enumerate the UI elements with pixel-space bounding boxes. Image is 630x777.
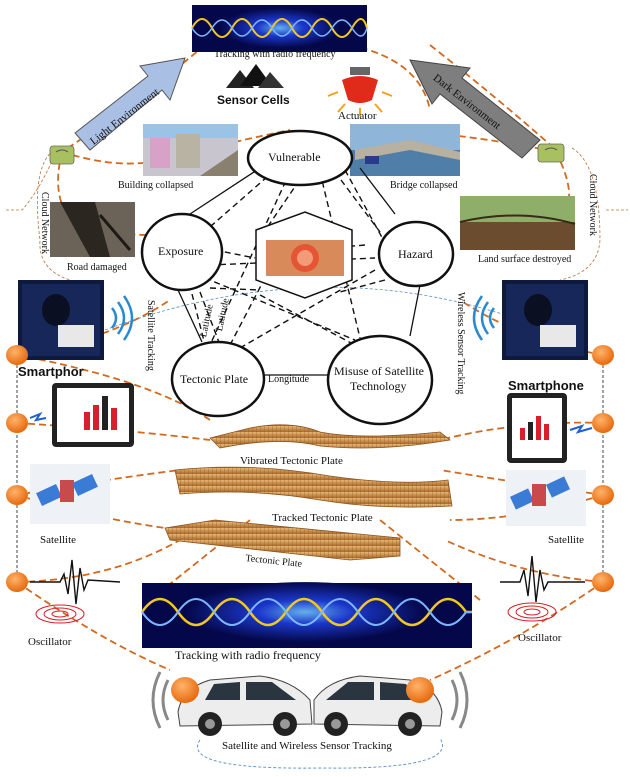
- tracked-tectonic-plate-label: Tracked Tectonic Plate: [272, 512, 373, 524]
- sensor-cells-icon: [226, 64, 284, 88]
- hazard-label: Hazard: [398, 247, 433, 261]
- solid-links: [177, 167, 421, 376]
- misuse-label-line2: Technology: [350, 379, 407, 393]
- node-tectonic-plate: [170, 340, 266, 418]
- node-exposure: [140, 212, 224, 292]
- orange-node: [592, 345, 614, 365]
- radio-wave-icon: [191, 5, 368, 52]
- building-collapsed-label: Building collapsed: [118, 180, 194, 191]
- longitude-label: Longitude: [268, 374, 310, 385]
- smartphone-left-label: Smartphor: [18, 364, 84, 379]
- orange-node: [6, 572, 28, 592]
- vulnerable-label: Vulnerable: [268, 150, 321, 164]
- oscillator-left-icon: [30, 559, 121, 624]
- road-damaged-image: [50, 202, 135, 257]
- node-vulnerable: [246, 129, 354, 187]
- wifi-signal-right-icon: [472, 295, 496, 341]
- sensor-cells-label: Sensor Cells: [217, 93, 290, 107]
- smartphone-right-label: Smartphone: [508, 378, 584, 393]
- node-misuse: [326, 334, 434, 426]
- orange-node: [592, 485, 614, 505]
- orange-node: [6, 413, 28, 433]
- side-rails: [16, 355, 604, 582]
- vibrated-tectonic-plate-label: Vibrated Tectonic Plate: [240, 455, 343, 467]
- bridge-collapsed-label: Bridge collapsed: [390, 180, 458, 191]
- oscillator-left-label: Oscillator: [28, 636, 72, 648]
- actuator-icon: [327, 67, 393, 116]
- oscillator-right-icon: [500, 555, 585, 622]
- central-hexagon: [255, 211, 353, 299]
- node-hazard: [377, 220, 455, 288]
- exposure-label: Exposure: [158, 244, 204, 258]
- tracked-tectonic-plate: [174, 466, 453, 508]
- car-link-arc: [197, 737, 443, 769]
- cloud-network-right-label: Cloud Network: [587, 174, 598, 236]
- satellite-right-icon: [506, 470, 586, 526]
- car-left-icon: [151, 671, 313, 736]
- cloud-boundary: [4, 147, 628, 281]
- orange-node: [592, 413, 614, 433]
- satellite-left-label: Satellite: [40, 534, 77, 546]
- car-right-icon: [313, 671, 469, 736]
- orange-node-markers: [6, 345, 614, 703]
- orange-node: [171, 677, 199, 703]
- land-surface-destroyed-image: [459, 196, 576, 250]
- hacker-left-icon: [18, 280, 104, 360]
- land-surface-destroyed-label: Land surface destroyed: [478, 254, 572, 265]
- satellite-tracking-label: Satellite Tracking: [145, 300, 156, 371]
- road-damaged-label: Road damaged: [67, 262, 127, 273]
- vibrated-tectonic-plate: [209, 424, 451, 449]
- cloud-chip-right-icon: [537, 143, 565, 163]
- bridge-collapsed-image: [350, 124, 460, 176]
- cloud-network-left-label: Cloud Network: [39, 192, 50, 254]
- tracking-top-label: Tracking with radio frequency: [214, 49, 336, 60]
- light-environment-arrow: [74, 57, 186, 151]
- graph-nodes: [140, 129, 455, 426]
- orange-node: [6, 485, 28, 505]
- orange-node: [6, 345, 28, 365]
- smartphone-right-icon: [507, 393, 593, 463]
- misuse-label-line1: Misuse of Satellite: [334, 364, 424, 378]
- actuator-label: Actuator: [338, 110, 377, 122]
- tracking-bottom-label: Tracking with radio frequency: [175, 648, 321, 662]
- wireless-sensor-tracking-label: Wireless Sensor Tracking: [455, 292, 466, 395]
- radio-wave-bottom-icon: [140, 582, 472, 648]
- dark-environment-arrow: [409, 59, 541, 159]
- cloud-chip-left-icon: [49, 145, 75, 165]
- satellite-left-icon: [30, 464, 110, 524]
- orange-node: [592, 572, 614, 592]
- building-collapsed-image: [143, 124, 238, 176]
- sat-wireless-label: Satellite and Wireless Sensor Tracking: [222, 740, 392, 752]
- tectonic-plate-base: [164, 519, 401, 561]
- smartphone-left-icon: [29, 383, 134, 447]
- satellite-right-label: Satellite: [548, 534, 585, 546]
- oscillator-right-label: Oscillator: [518, 632, 562, 644]
- orange-node: [406, 677, 434, 703]
- tectonic-plate-node-label: Tectonic Plate: [180, 372, 249, 386]
- wifi-signal-left-icon: [110, 295, 134, 341]
- hacker-right-icon: [502, 280, 588, 360]
